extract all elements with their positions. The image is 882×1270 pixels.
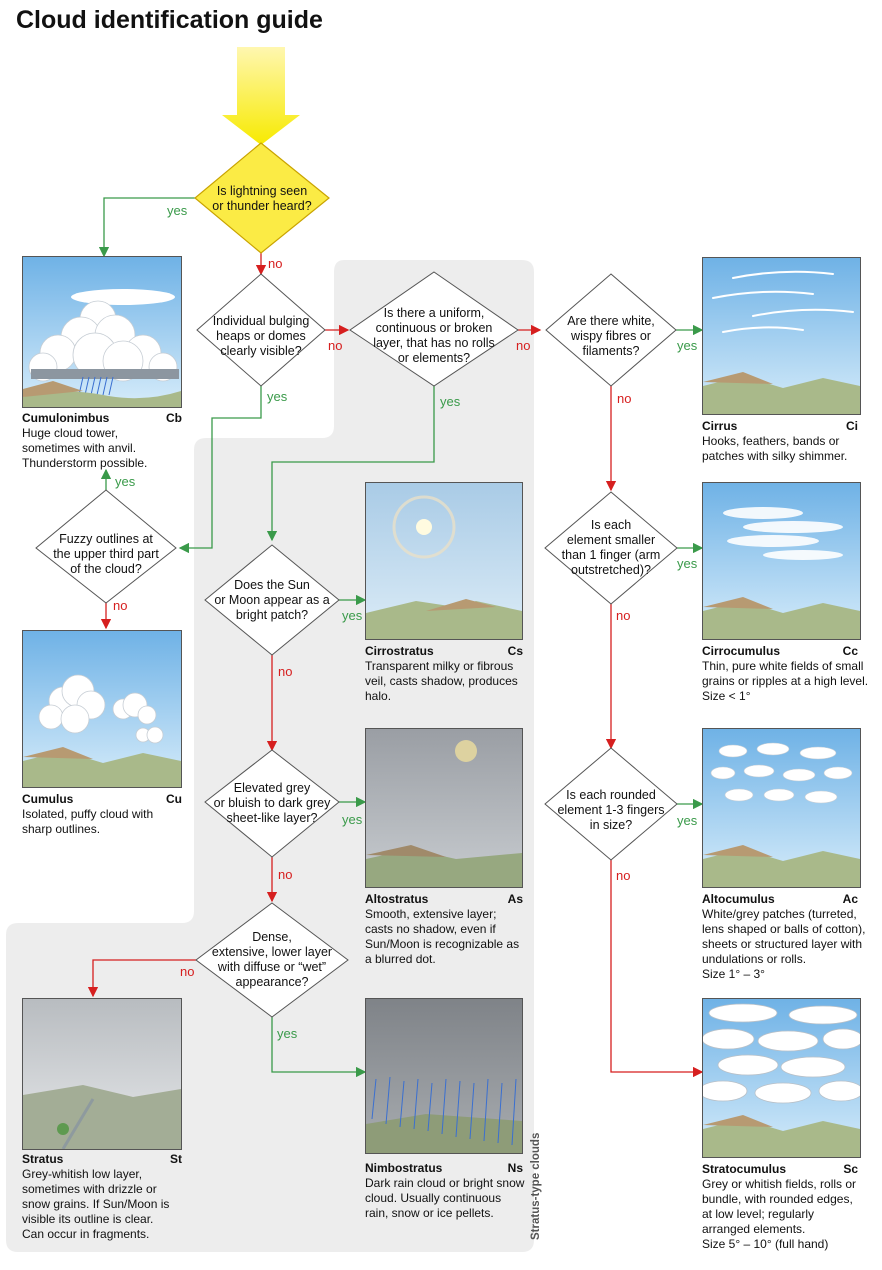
label-no: no (616, 608, 631, 623)
cloud-abbr: As (507, 892, 523, 906)
cloud-name: Cirrostratus (365, 644, 434, 658)
diamond-sun-patch (204, 544, 340, 656)
cloud-name: Cumulus (22, 792, 74, 806)
label-no: no (113, 598, 128, 613)
cloud-name: Cirrocumulus (702, 644, 781, 658)
cloud-name: Stratocumulus (702, 1162, 787, 1176)
diamond-fibres (545, 273, 677, 387)
cloud-abbr: St (170, 1152, 182, 1166)
cloud-abbr: Cc (842, 644, 858, 658)
stratocumulus-illustration (702, 998, 861, 1158)
label-yes: yes (677, 338, 698, 353)
label-no: no (278, 664, 293, 679)
label-no: no (617, 391, 632, 406)
label-yes: yes (277, 1026, 298, 1041)
cirrocumulus-illustration (702, 482, 861, 640)
stratus-illustration (22, 998, 182, 1150)
cloud-name: Altocumulus (702, 892, 775, 906)
label-yes: yes (677, 556, 698, 571)
diamond-sheet-layer (204, 749, 340, 858)
label-no: no (180, 964, 195, 979)
cumulonimbus-illustration (22, 256, 182, 408)
cirrostratus-illustration (365, 482, 523, 640)
start-arrow (222, 47, 300, 145)
cloud-name: Nimbostratus (365, 1161, 443, 1175)
label-no: no (278, 867, 293, 882)
label-no: no (268, 256, 283, 271)
cloud-name: Cumulonimbus (22, 411, 110, 425)
cumulus-illustration (22, 630, 182, 788)
label-yes: yes (440, 394, 461, 409)
label-no: no (328, 338, 343, 353)
diamond-rounded-elements (544, 747, 678, 861)
diamond-lightning (194, 142, 330, 254)
label-yes: yes (167, 203, 188, 218)
diamond-finger-size (544, 491, 678, 605)
label-no: no (516, 338, 531, 353)
label-no: no (616, 868, 631, 883)
diamond-fuzzy (35, 489, 177, 604)
nimbostratus-illustration (365, 998, 523, 1154)
diamond-heaps (196, 273, 326, 387)
label-yes: yes (267, 389, 288, 404)
cloud-name: Cirrus (702, 419, 738, 433)
label-yes: yes (342, 608, 363, 623)
diamond-uniform-layer (349, 271, 519, 387)
label-yes: yes (342, 812, 363, 827)
label-yes: yes (115, 474, 136, 489)
cloud-name: Stratus (22, 1152, 64, 1166)
stratus-group-label: Stratus-type clouds (530, 1132, 542, 1240)
altostratus-illustration (365, 728, 523, 888)
cloud-abbr: Ac (842, 892, 858, 906)
altocumulus-illustration (702, 728, 861, 888)
cirrus-illustration (702, 257, 861, 415)
cloud-abbr: Cb (166, 411, 182, 425)
label-yes: yes (677, 813, 698, 828)
cloud-abbr: Cu (166, 792, 182, 806)
cloud-name: Altostratus (365, 892, 429, 906)
cloud-abbr: Sc (843, 1162, 858, 1176)
page-title: Cloud identification guide (16, 6, 323, 34)
cloud-abbr: Cs (507, 644, 523, 658)
cloud-abbr: Ns (507, 1161, 523, 1175)
cloud-abbr: Ci (846, 419, 858, 433)
diamond-dense-layer (195, 902, 349, 1018)
